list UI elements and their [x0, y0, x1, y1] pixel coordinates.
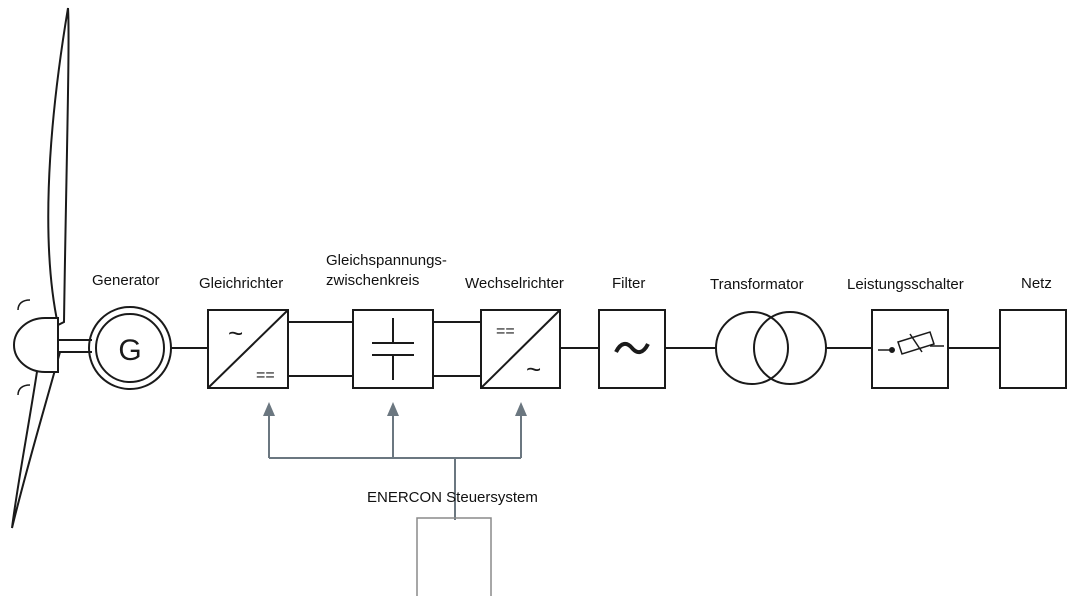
generator-label: Generator	[92, 272, 160, 289]
arrow-to-inverter	[515, 402, 527, 416]
filter-label: Filter	[612, 275, 646, 292]
grid-label: Netz	[1021, 275, 1052, 292]
rectifier-dc-symbol: ==	[256, 367, 275, 384]
control-system-label: ENERCON Steuersystem	[367, 489, 538, 506]
rotation-arrow-bottom	[17, 384, 31, 396]
grid-box	[999, 309, 1067, 389]
breaker-box	[871, 309, 949, 389]
wind-turbine-rotor	[11, 7, 92, 529]
filter-wave-icon	[614, 341, 650, 355]
arrow-to-rectifier	[263, 402, 275, 416]
rotor-blade-lower	[11, 351, 62, 529]
filter-box	[598, 309, 666, 389]
rectifier-ac-symbol: ~	[228, 318, 243, 348]
control-arrowheads	[263, 402, 527, 416]
generator-letter: G	[118, 334, 141, 367]
rectifier-box	[207, 309, 289, 389]
rotor-hub	[12, 317, 59, 373]
arrow-to-dc-link	[387, 402, 399, 416]
transformer-label: Transformator	[710, 276, 804, 293]
rotor-blade-upper	[47, 7, 70, 327]
rectifier-label: Gleichrichter	[199, 275, 284, 292]
breaker-label: Leistungsschalter	[847, 276, 964, 293]
inverter-box	[480, 309, 561, 389]
dc-link-box	[352, 309, 434, 389]
transformer-symbol	[715, 311, 827, 385]
inverter-ac-symbol: ~	[526, 354, 541, 384]
dc-link-label-line2: zwischenkreis	[326, 272, 420, 289]
inverter-label: Wechselrichter	[465, 275, 564, 292]
rotation-arrow-top	[17, 299, 31, 311]
dc-link-label-line1: Gleichspannungs-	[326, 252, 447, 269]
control-signal-lines	[268, 414, 522, 520]
control-system-box	[416, 517, 492, 596]
inverter-dc-symbol: ==	[496, 323, 515, 340]
